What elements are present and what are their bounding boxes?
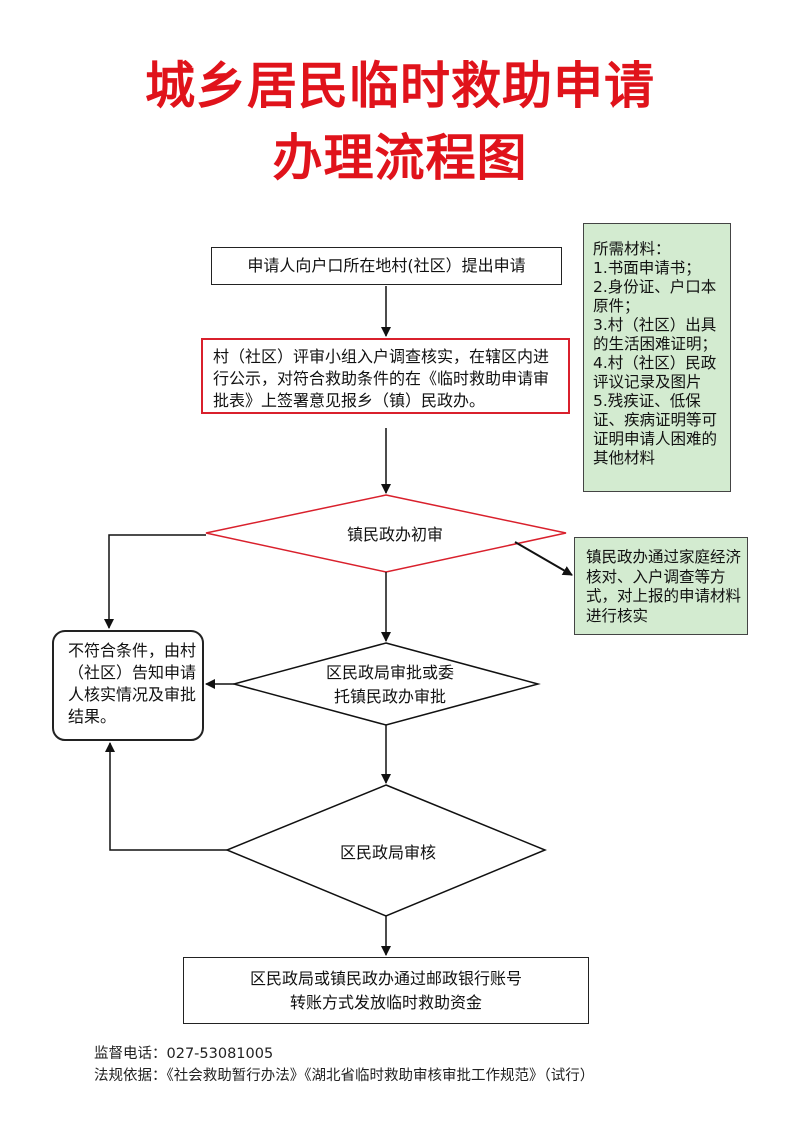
title-line-2: 办理流程图 [272,129,528,187]
note-materials: 所需材料： 1.书面申请书； 2.身份证、户口本原件； 3.村（社区）出具的生活… [583,223,731,492]
node-apply: 申请人向户口所在地村(社区）提出申请 [211,247,562,285]
node-district-approve-label: 区民政局审批或委 托镇民政办审批 [300,661,480,709]
footer-legal-basis: 法规依据：《社会救助暂行办法》《湖北省临时救助审核审批工作规范》（试行） [94,1068,595,1084]
note-verify-label: 镇民政办通过家庭经济核对、入户调查等方式，对上报的申请材料进行核实 [586,548,742,625]
materials-item-1: 1.书面申请书； [593,259,701,277]
node-reject: 不符合条件，由村（社区）告知申请人核实情况及审批结果。 [52,630,204,741]
arrow-town-to-verify-note [514,541,573,576]
node-village-review: 村（社区）评审小组入户调查核实，在辖区内进行公示，对符合救助条件的在《临时救助申… [201,338,570,414]
materials-item-4: 4.村（社区）民政评议记录及图片 [593,354,717,391]
footer-phone: 监督电话：027-53081005 [94,1046,274,1062]
node-district-audit-label: 区民政局审核 [339,843,436,862]
payout-line-2: 转账方式发放临时救助资金 [289,992,482,1012]
materials-item-2: 2.身份证、户口本原件； [593,278,717,315]
node-apply-label: 申请人向户口所在地村(社区）提出申请 [247,256,526,275]
node-reject-label: 不符合条件，由村（社区）告知申请人核实情况及审批结果。 [68,641,197,726]
materials-item-5: 5.残疾证、低保证、疾病证明等可证明申请人困难的其他材料 [593,392,718,467]
note-verify: 镇民政办通过家庭经济核对、入户调查等方式，对上报的申请材料进行核实 [574,537,748,635]
materials-item-3: 3.村（社区）出具的生活困难证明； [593,316,718,353]
title-line-1: 城乡居民临时救助申请 [145,57,655,115]
district-approve-line-1: 区民政局审批或委 [325,663,454,682]
payout-line-1: 区民政局或镇民政办通过邮政银行账号 [249,968,522,988]
district-approve-line-2: 托镇民政办审批 [333,687,446,706]
node-village-review-label: 村（社区）评审小组入户调查核实，在辖区内进行公示，对符合救助条件的在《临时救助申… [213,347,550,410]
materials-heading: 所需材料： [593,240,671,258]
node-town-review-label: 镇民政办初审 [346,525,443,544]
node-payout: 区民政局或镇民政办通过邮政银行账号 转账方式发放临时救助资金 [183,957,589,1024]
arrow-town-to-reject [104,534,206,629]
arrow-audit-to-reject [105,742,227,851]
